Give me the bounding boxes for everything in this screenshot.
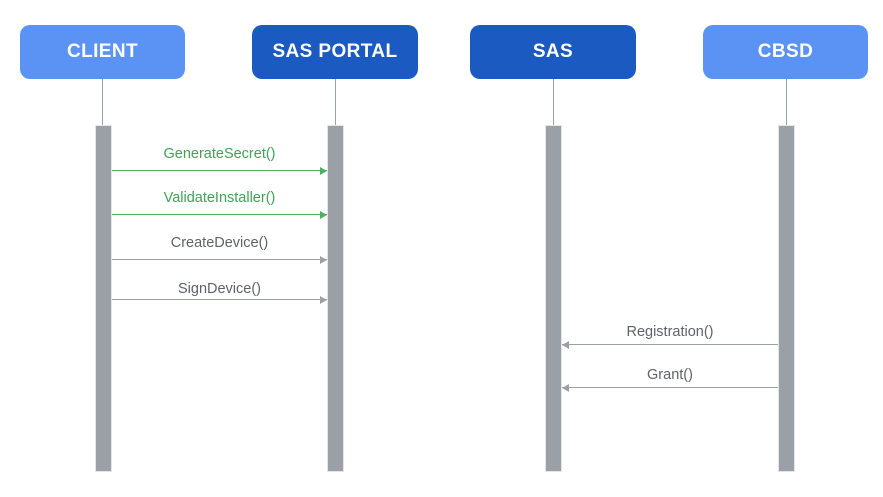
message-arrowhead-registration — [562, 340, 569, 349]
participant-box-sas[interactable]: SAS — [470, 25, 636, 79]
activation-bar-sas — [545, 125, 562, 472]
participant-label-cbsd: CBSD — [757, 41, 814, 62]
lifeline-cbsd — [786, 79, 787, 125]
message-label-grant: Grant() — [647, 367, 693, 383]
message-label-generate-secret: GenerateSecret() — [163, 146, 276, 162]
message-line-sign-device — [112, 299, 327, 300]
message-arrowhead-generate-secret — [320, 166, 327, 175]
activation-bar-client — [95, 125, 112, 472]
message-arrowhead-validate-installer — [320, 210, 327, 219]
participant-label-sas: SAS — [532, 41, 574, 62]
message-line-grant — [562, 387, 778, 388]
message-label-sign-device: SignDevice() — [178, 281, 261, 297]
participant-box-sas-portal[interactable]: SAS PORTAL — [252, 25, 418, 79]
message-line-registration — [562, 344, 778, 345]
message-arrowhead-sign-device — [320, 295, 327, 304]
participant-label-client: CLIENT — [66, 41, 138, 62]
message-line-create-device — [112, 259, 327, 260]
participant-label-sas-portal: SAS PORTAL — [272, 41, 398, 62]
lifeline-sas — [553, 79, 554, 125]
message-line-generate-secret — [112, 170, 327, 171]
message-label-validate-installer: ValidateInstaller() — [163, 190, 276, 206]
message-label-registration: Registration() — [626, 324, 714, 340]
activation-bar-sas-portal — [327, 125, 344, 472]
lifeline-client — [102, 79, 103, 125]
participant-box-client[interactable]: CLIENT — [20, 25, 185, 79]
message-arrowhead-grant — [562, 383, 569, 392]
message-arrowhead-create-device — [320, 255, 327, 264]
participant-box-cbsd[interactable]: CBSD — [703, 25, 868, 79]
message-label-create-device: CreateDevice() — [170, 235, 269, 251]
lifeline-sas-portal — [335, 79, 336, 125]
message-line-validate-installer — [112, 214, 327, 215]
activation-bar-cbsd — [778, 125, 795, 472]
